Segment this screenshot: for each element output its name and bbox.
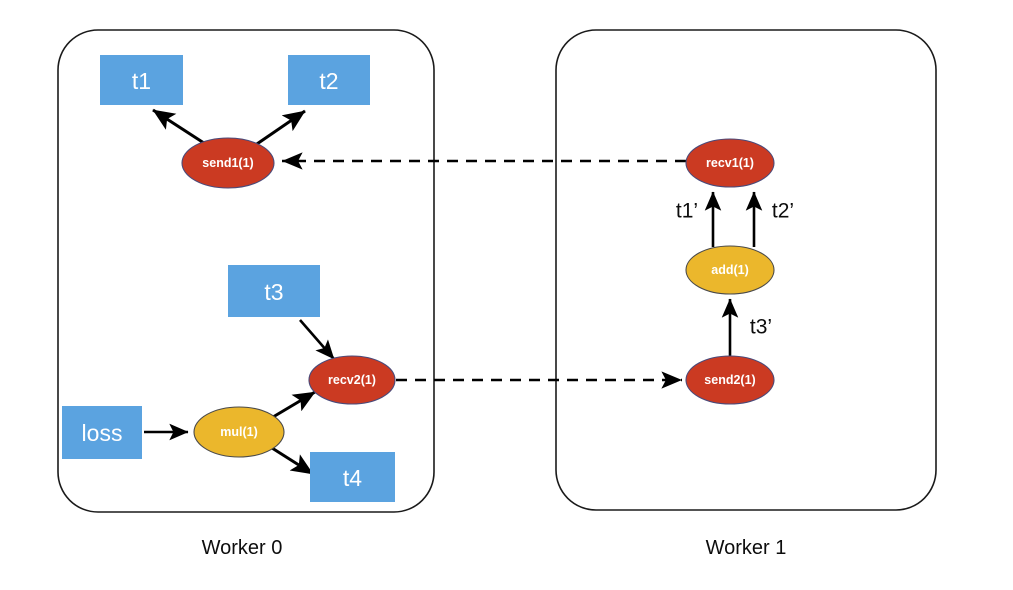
node-send2-label: send2(1) xyxy=(704,373,755,387)
worker-0-caption: Worker 0 xyxy=(202,537,283,559)
edge-label-t3-prime: t3’ xyxy=(750,316,772,339)
node-recv2-label: recv2(1) xyxy=(328,373,376,387)
edge-label-t1-prime: t1’ xyxy=(676,200,698,223)
node-add[interactable]: add(1) xyxy=(685,245,775,295)
node-mul-ellipse[interactable] xyxy=(193,406,285,458)
node-loss-rect[interactable] xyxy=(62,406,142,459)
node-recv2-ellipse[interactable] xyxy=(308,355,396,405)
node-send1-label: send1(1) xyxy=(202,156,253,170)
node-recv2[interactable]: recv2(1) xyxy=(308,355,396,405)
edge-group-worker1 xyxy=(704,191,763,357)
node-mul[interactable]: mul(1) xyxy=(193,406,285,458)
node-t2-rect[interactable] xyxy=(288,55,370,105)
worker-0-boundary xyxy=(57,29,435,513)
edge-group-cross-worker xyxy=(282,152,686,389)
node-t3-label: t3 xyxy=(264,279,283,305)
node-mul-label: mul(1) xyxy=(220,425,258,439)
worker-1-boundary xyxy=(555,29,937,511)
node-add-label: add(1) xyxy=(711,263,749,277)
node-loss-label: loss xyxy=(82,420,123,446)
edge-send1-to-t2 xyxy=(253,109,306,148)
edge-group-worker0 xyxy=(144,108,335,476)
node-loss[interactable]: loss xyxy=(62,406,142,459)
node-send2-ellipse[interactable] xyxy=(685,355,775,405)
node-t1[interactable]: t1 xyxy=(100,55,183,105)
node-recv1-ellipse[interactable] xyxy=(685,138,775,188)
worker-caption-group: Worker 0 Worker 1 xyxy=(202,537,787,559)
node-send1-ellipse[interactable] xyxy=(181,137,275,189)
node-t2-label: t2 xyxy=(319,68,338,94)
node-t4[interactable]: t4 xyxy=(310,452,395,502)
worker-panel-0 xyxy=(57,29,435,513)
node-t4-rect[interactable] xyxy=(310,452,395,502)
node-send1[interactable]: send1(1) xyxy=(181,137,275,189)
edge-mul-to-recv2 xyxy=(272,390,316,419)
node-t2[interactable]: t2 xyxy=(288,55,370,105)
node-recv1-label: recv1(1) xyxy=(706,156,754,170)
edge-label-t2-prime: t2’ xyxy=(772,200,794,223)
edge-send1-to-t1 xyxy=(152,108,208,147)
node-send2[interactable]: send2(1) xyxy=(685,355,775,405)
node-t3-rect[interactable] xyxy=(228,265,320,317)
node-recv1[interactable]: recv1(1) xyxy=(685,138,775,188)
node-t3[interactable]: t3 xyxy=(228,265,320,317)
worker-1-caption: Worker 1 xyxy=(706,537,787,559)
worker-panel-1 xyxy=(555,29,937,511)
node-add-ellipse[interactable] xyxy=(685,245,775,295)
node-t1-rect[interactable] xyxy=(100,55,183,105)
edge-mul-to-t4 xyxy=(271,446,314,476)
node-t1-label: t1 xyxy=(132,68,151,94)
edge-label-group: t1’ t2’ t3’ xyxy=(676,200,794,339)
edge-t3-to-recv2 xyxy=(299,319,335,360)
node-t4-label: t4 xyxy=(343,465,362,491)
